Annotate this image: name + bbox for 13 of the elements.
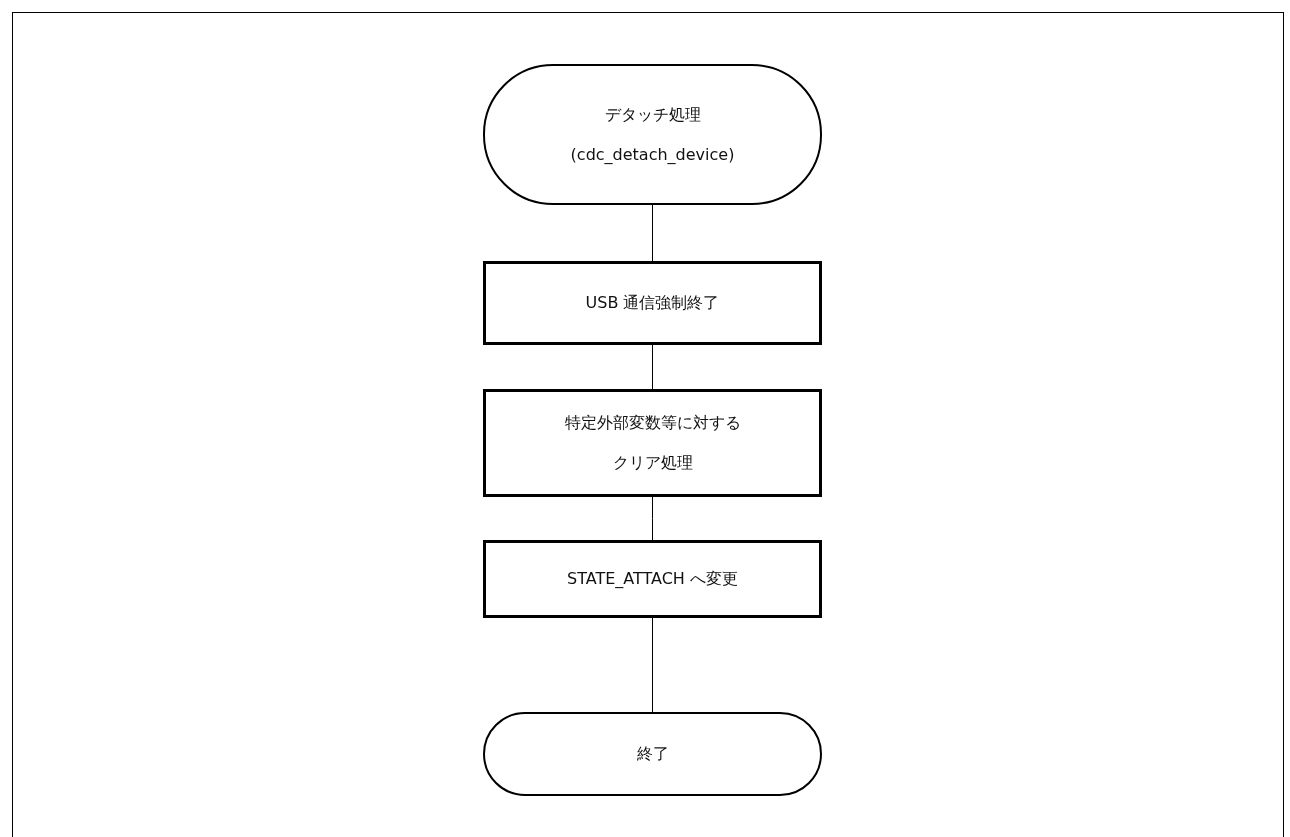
node-label: (cdc_detach_device) bbox=[570, 143, 735, 166]
process-box bbox=[483, 540, 822, 618]
connector-line bbox=[652, 204, 653, 262]
connector-line bbox=[652, 496, 653, 541]
node-label: デタッチ処理 bbox=[604, 103, 701, 126]
node-label: USB 通信強制終了 bbox=[585, 292, 720, 314]
process-box bbox=[483, 261, 822, 345]
node-label: STATE_ATTACH へ変更 bbox=[567, 568, 738, 590]
node-label: 特定外部変数等に対するクリア処理 bbox=[563, 412, 742, 474]
node-label: 終了 bbox=[636, 743, 669, 765]
connector-line bbox=[652, 344, 653, 390]
connector-line bbox=[652, 617, 653, 713]
process-box bbox=[483, 389, 822, 497]
